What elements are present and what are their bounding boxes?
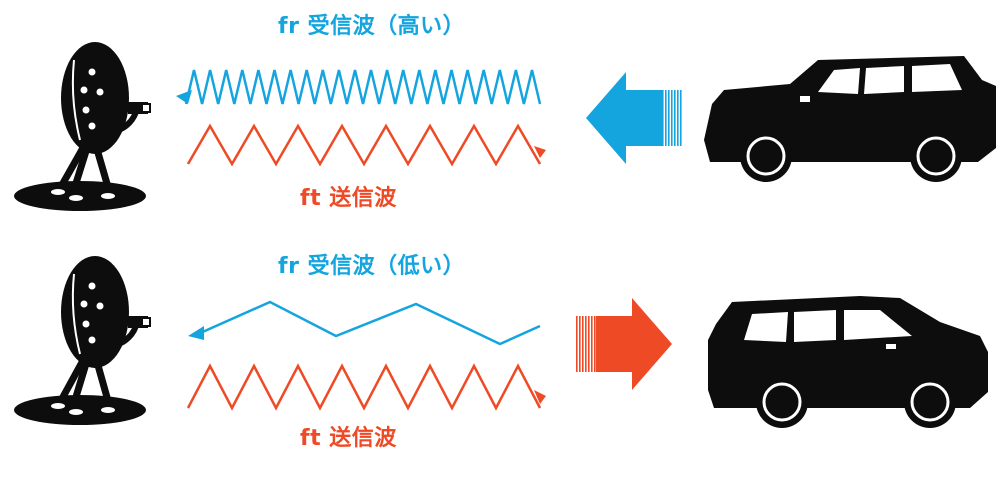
scene-receding-graphic bbox=[14, 256, 988, 428]
scene-approaching-graphic bbox=[14, 42, 996, 211]
receive-wave-high bbox=[176, 69, 542, 105]
receive-wave-label: fr 受信波（高い） bbox=[278, 14, 466, 39]
receive-wave-low bbox=[188, 300, 541, 346]
radar-dish-icon bbox=[14, 42, 151, 211]
motion-arrow-right-icon bbox=[576, 298, 672, 390]
receive-wave-label: fr 受信波（低い） bbox=[278, 254, 466, 279]
suv-silhouette-icon bbox=[704, 56, 996, 182]
transmit-wave-label: ft 送信波 bbox=[300, 186, 397, 211]
suv-silhouette-icon bbox=[708, 296, 988, 428]
transmit-wave-label: ft 送信波 bbox=[300, 426, 397, 451]
transmit-wave bbox=[186, 123, 546, 167]
radar-dish-icon bbox=[14, 256, 151, 425]
transmit-wave bbox=[186, 363, 546, 411]
motion-arrow-left-icon bbox=[586, 72, 682, 164]
scene-approaching: fr 受信波（高い） ft 送信波 bbox=[14, 14, 996, 211]
scene-receding: fr 受信波（低い） ft 送信波 bbox=[0, 240, 1000, 480]
